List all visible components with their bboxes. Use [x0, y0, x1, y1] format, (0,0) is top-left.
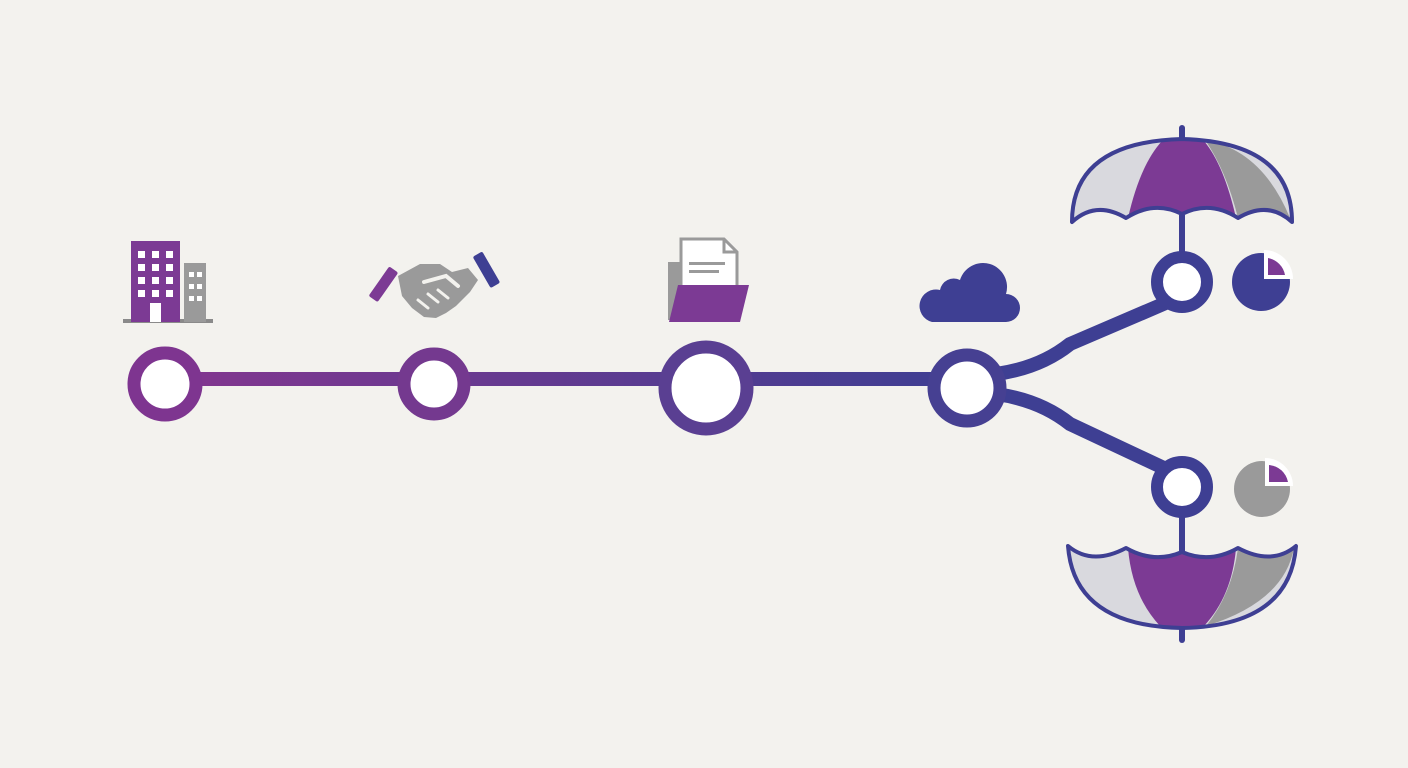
inverted-umbrella-icon: [1066, 513, 1298, 643]
timeline-node-3: [658, 340, 754, 436]
umbrella-icon: [1070, 125, 1294, 252]
office-building-icon: [123, 241, 213, 323]
timeline-node-4: [927, 348, 1007, 428]
cloud-icon: [919, 262, 1020, 322]
branch-connector-lower: [989, 387, 1175, 477]
timeline-line: [160, 372, 970, 386]
branch-node-upper: [1151, 251, 1213, 313]
branch-connector-upper: [989, 295, 1175, 381]
timeline-node-1: [127, 346, 203, 422]
pie-chart-icon: [1234, 458, 1293, 517]
timeline-node-2: [397, 347, 471, 421]
pie-chart-icon: [1232, 250, 1293, 311]
branch-node-lower: [1151, 456, 1213, 518]
handshake-icon: [369, 252, 500, 318]
folder-document-icon: [668, 237, 749, 322]
